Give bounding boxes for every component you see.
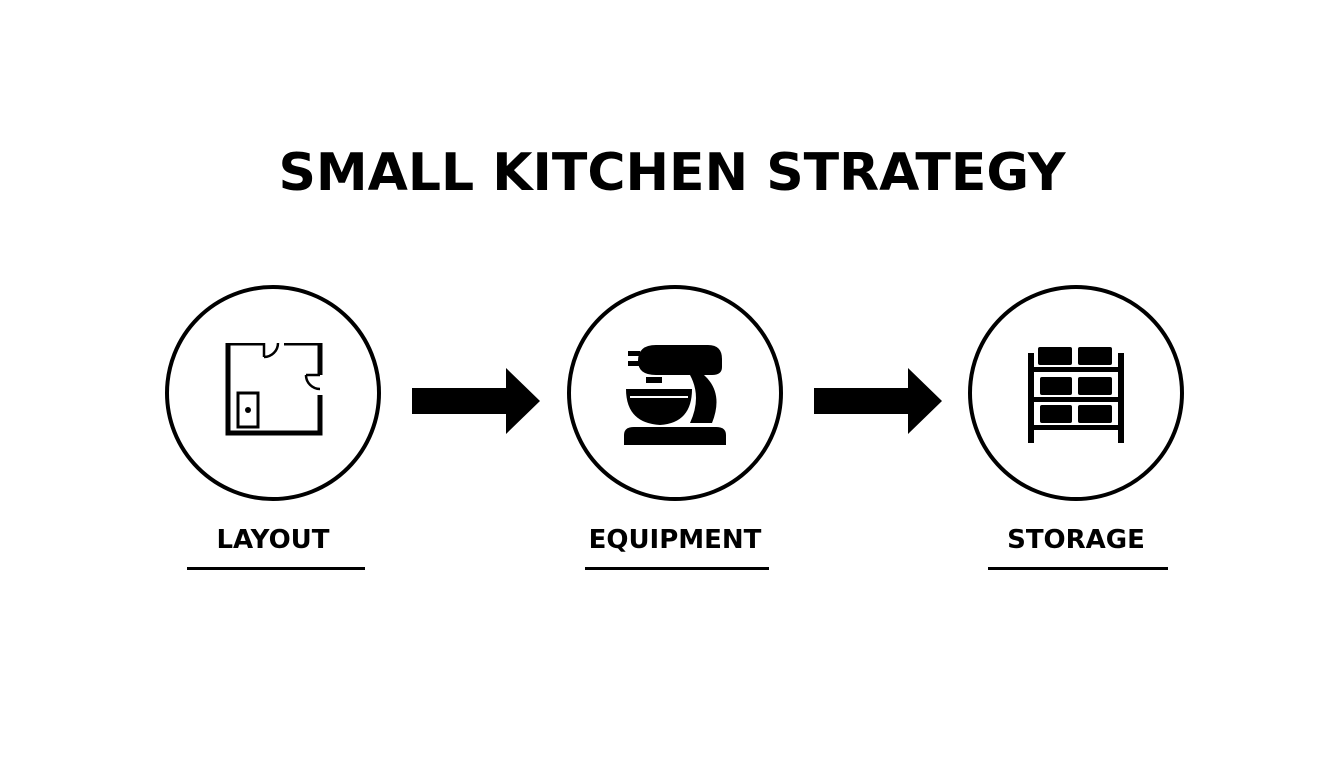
underline-storage xyxy=(988,567,1168,570)
step-label-equipment: EQUIPMENT xyxy=(588,525,762,555)
storage-shelf-icon xyxy=(1028,347,1124,443)
arrow-right-icon xyxy=(412,368,540,434)
step-label-storage: STORAGE xyxy=(1007,525,1145,555)
step-label-layout: LAYOUT xyxy=(216,525,330,555)
storage-circle xyxy=(968,285,1184,501)
diagram-title: SMALL KITCHEN STRATEGY xyxy=(278,143,1066,203)
layout-circle xyxy=(165,285,381,501)
floor-plan-icon xyxy=(225,343,323,436)
underline-layout xyxy=(187,567,365,570)
arrow-right-icon xyxy=(814,368,942,434)
underline-equipment xyxy=(585,567,769,570)
stand-mixer-icon xyxy=(624,345,726,445)
equipment-circle xyxy=(567,285,783,501)
